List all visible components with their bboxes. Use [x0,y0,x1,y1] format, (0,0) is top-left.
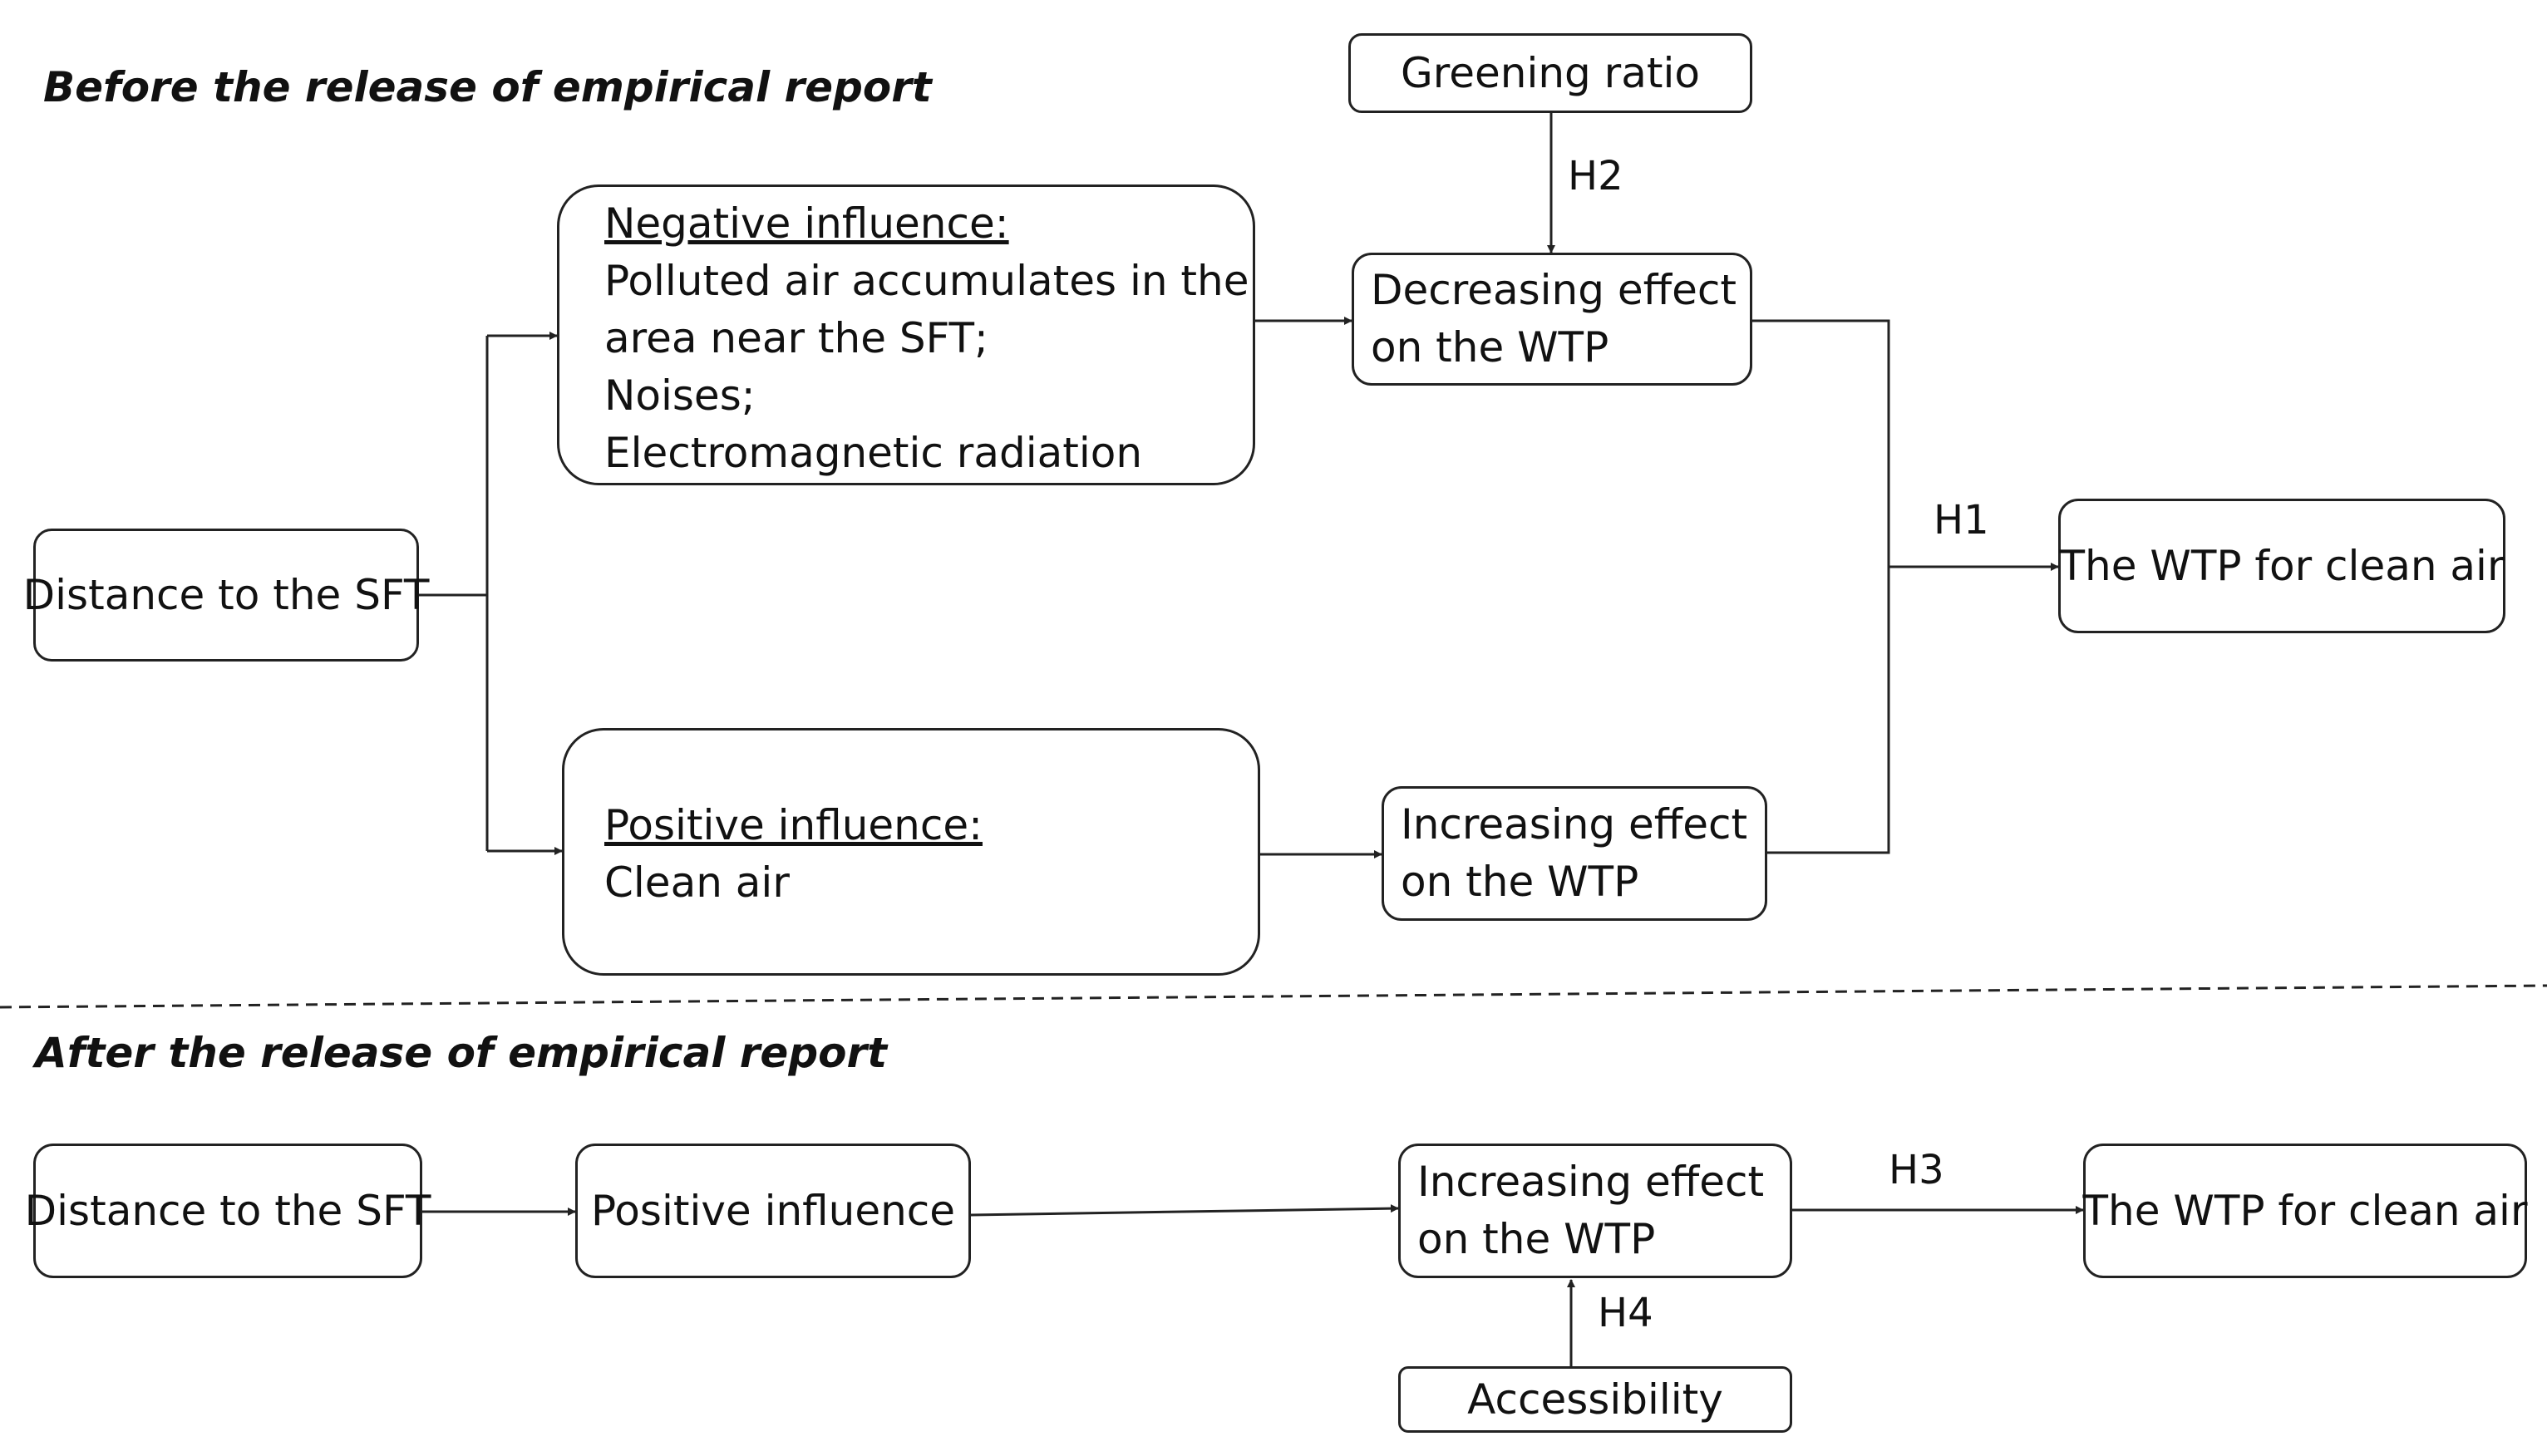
edge-merge-to-wtp [1751,319,1890,854]
negative-heading: Negative influence: [604,199,1009,248]
node-positive-influence: Positive influence: Clean air [562,728,1260,976]
node-increasing-effect-before: Increasing effect on the WTP [1382,786,1767,921]
node-wtp-before: The WTP for clean air [2058,499,2505,633]
label-h1: H1 [1934,497,1989,544]
wtp-after-label: The WTP for clean air [2082,1186,2528,1235]
section-title-before: Before the release of empirical report [43,63,932,111]
node-distance-after-label: Distance to the SFT [24,1186,431,1235]
positive-line: Clean air [604,858,790,907]
node-wtp-after: The WTP for clean air [2082,1144,2528,1278]
increasing-after-line: Increasing effect [1417,1158,1765,1206]
decreasing-line: Decreasing effect [1371,266,1737,314]
increasing-before-line: Increasing effect [1401,800,1748,849]
node-distance-before-label: Distance to the SFT [22,570,430,619]
node-negative-influence: Negative influence: Polluted air accumul… [557,184,1255,485]
accessibility-label: Accessibility [1467,1375,1723,1424]
negative-line: Noises; [604,371,756,420]
increasing-before-line: on the WTP [1401,858,1639,906]
node-distance-before: Distance to the SFT [23,529,429,662]
label-h4: H4 [1598,1290,1653,1336]
edge-after-positive-increasing [970,1204,1399,1217]
increasing-after-line: on the WTP [1417,1215,1656,1263]
section-title-after: After the release of empirical report [35,1029,888,1077]
positive-heading: Positive influence: [604,801,983,849]
label-h3: H3 [1889,1147,1944,1193]
negative-line: Polluted air accumulates in the [604,257,1249,305]
decreasing-line: on the WTP [1371,323,1609,371]
node-accessibility: Accessibility [1398,1366,1792,1433]
node-positive-influence-after: Positive influence [575,1144,971,1278]
node-decreasing-effect: Decreasing effect on the WTP [1352,253,1752,386]
node-increasing-effect-after: Increasing effect on the WTP [1398,1144,1792,1278]
negative-line: area near the SFT; [604,314,988,362]
section-divider [0,984,2547,1009]
node-greening-ratio: Greening ratio [1348,33,1752,113]
node-distance-after: Distance to the SFT [25,1144,431,1278]
positive-influence-after-label: Positive influence [590,1186,956,1235]
greening-ratio-label: Greening ratio [1401,48,1700,97]
negative-line: Electromagnetic radiation [604,429,1143,477]
wtp-before-label: The WTP for clean air [2059,541,2505,590]
label-h2: H2 [1568,153,1623,199]
